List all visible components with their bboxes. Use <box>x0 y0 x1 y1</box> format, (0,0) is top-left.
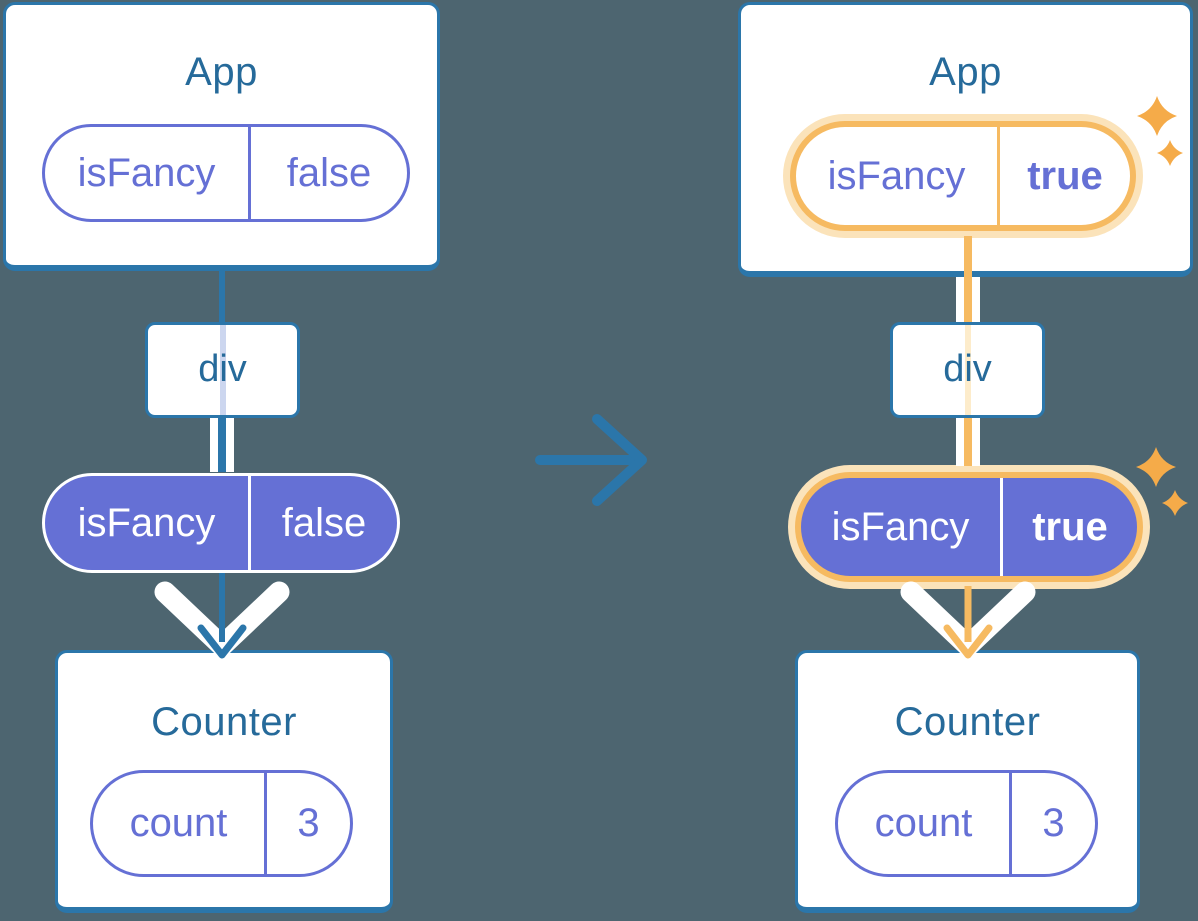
app-title-right: App <box>929 50 1002 94</box>
sparkle-icon <box>1136 447 1176 487</box>
div-node-left: div <box>145 322 300 418</box>
pass-chevron-left <box>154 581 290 657</box>
app-title-left: App <box>185 50 258 94</box>
div-node-label: div <box>198 348 247 390</box>
prop-line-through-div-right <box>964 325 971 415</box>
counter-title-right: Counter <box>894 700 1041 744</box>
app-prop-pill-right-highlighted: isFancy true <box>790 121 1136 231</box>
pass-chevron-right <box>900 581 1036 657</box>
prop-value: false <box>286 150 372 195</box>
state-value: 3 <box>1042 801 1065 845</box>
div-node-right: div <box>890 322 1045 418</box>
counter-title-left: Counter <box>151 700 297 744</box>
state-value: 3 <box>297 801 320 845</box>
prop-value: true <box>1027 153 1103 198</box>
prop-value: false <box>281 500 367 545</box>
state-name: count <box>93 773 267 874</box>
prop-name: isFancy <box>796 127 1000 225</box>
transition-arrow-icon <box>535 414 647 506</box>
counter-state-pill-right: count 3 <box>835 770 1098 877</box>
counter-state-pill-left: count 3 <box>90 770 353 877</box>
edge-app-to-div-left <box>219 271 225 323</box>
prop-channel-div-to-pill-left <box>210 418 234 472</box>
div-node-label: div <box>943 348 992 390</box>
pass-arrow-right <box>943 586 993 659</box>
prop-channel-app-to-div-right <box>956 277 980 322</box>
passed-prop-pill-right-highlighted: isFancy true <box>795 472 1143 582</box>
prop-value: true <box>1032 504 1108 549</box>
prop-name: isFancy <box>45 476 251 570</box>
passed-prop-pill-left: isFancy false <box>42 473 400 573</box>
app-prop-pill-left: isFancy false <box>42 124 410 222</box>
pass-arrow-left <box>197 573 247 659</box>
prop-name: isFancy <box>45 127 251 219</box>
prop-channel-div-to-pill-right <box>956 418 980 466</box>
prop-name: isFancy <box>801 478 1003 576</box>
prop-line-through-div-left <box>219 325 226 415</box>
state-name: count <box>838 773 1012 874</box>
sparkle-icon <box>1162 490 1188 516</box>
